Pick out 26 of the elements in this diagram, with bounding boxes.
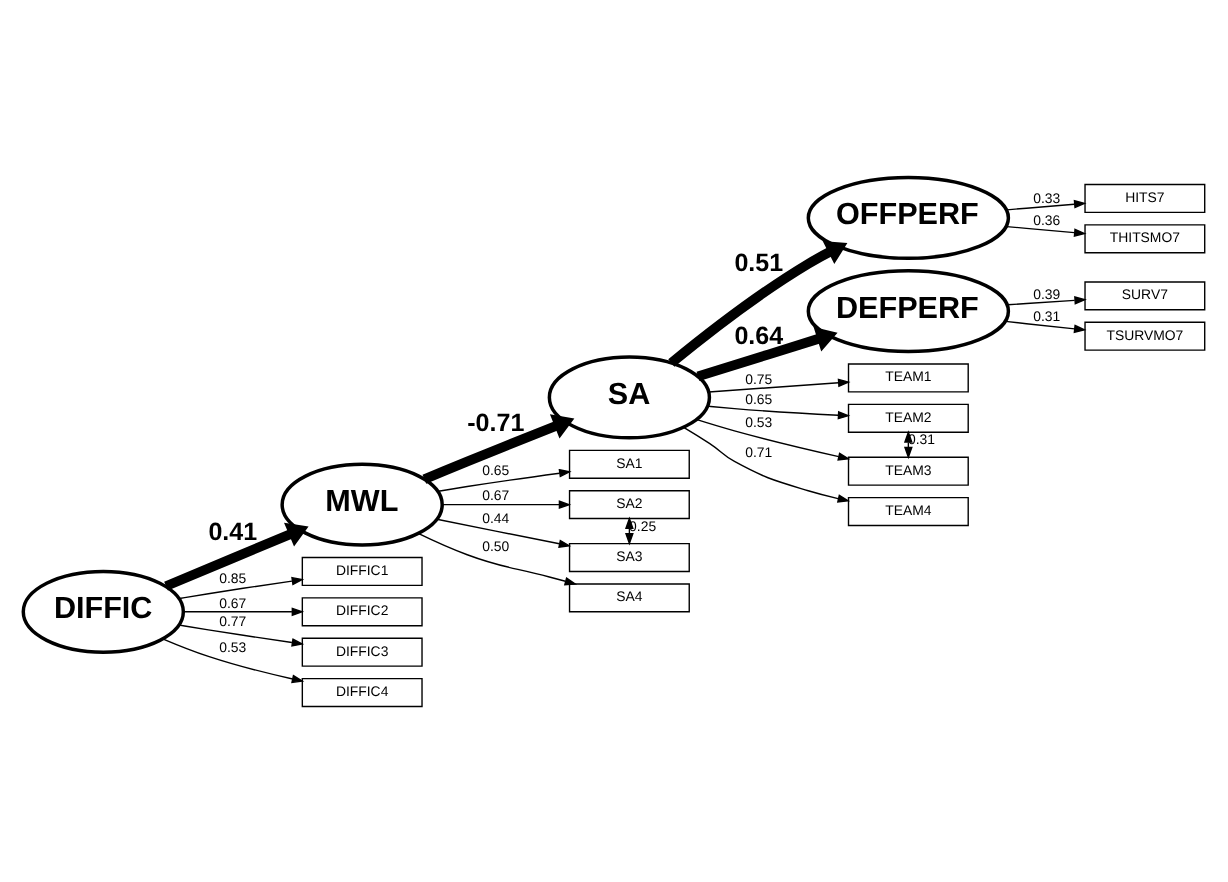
arrow: [708, 377, 851, 392]
arrow: [164, 521, 309, 590]
arrow: [1006, 198, 1087, 210]
arrow: [178, 575, 305, 599]
arrow: [441, 499, 572, 508]
arrow: [422, 413, 575, 483]
edge-label: -0.71: [467, 408, 525, 437]
edge-label: 0.64: [734, 320, 784, 349]
arrow: [682, 425, 851, 502]
arrow: [668, 239, 848, 366]
arrow: [418, 531, 578, 585]
arrow: [1006, 295, 1087, 305]
arrow: [1006, 224, 1087, 236]
node-ellipse: DIFFIC: [21, 568, 186, 653]
node-ellipse: OFFPERF: [806, 174, 1011, 260]
arrow: [696, 417, 851, 460]
arrow: [1004, 319, 1087, 333]
arrow: [437, 467, 572, 491]
arrow: [178, 623, 305, 646]
arrow: [162, 637, 305, 683]
arrow: [436, 517, 572, 547]
arrow: [182, 606, 305, 616]
edge-label: 0.41: [208, 516, 258, 545]
edge-label: 0.51: [734, 248, 784, 277]
arrow: [696, 325, 838, 381]
arrow: [707, 404, 851, 419]
